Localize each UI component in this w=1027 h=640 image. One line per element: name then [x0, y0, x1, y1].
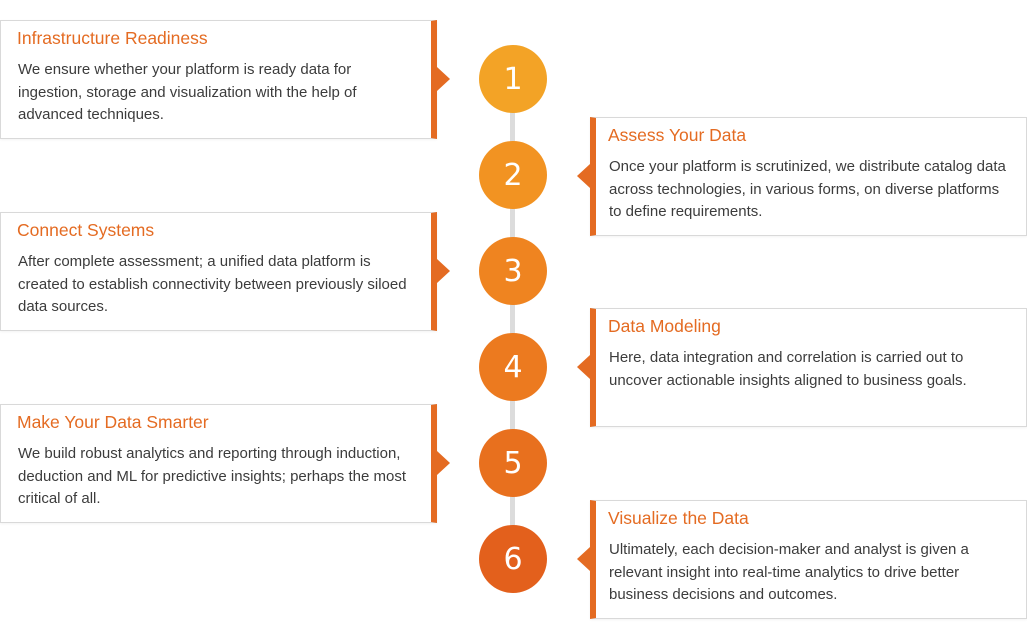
step-pointer-4	[577, 355, 590, 379]
step-number-3: 3	[479, 237, 547, 305]
step-number-1: 1	[479, 45, 547, 113]
step-description: Once your platform is scrutinized, we di…	[609, 158, 1006, 220]
step-pointer-2	[577, 164, 590, 188]
step-pointer-6	[577, 547, 590, 571]
step-title: Visualize the Data	[608, 508, 749, 528]
step-pointer-5	[437, 451, 450, 475]
step-description: Here, data integration and correlation i…	[609, 349, 967, 389]
step-description: We ensure whether your platform is ready…	[18, 61, 357, 123]
step-card-5: Make Your Data Smarter We build robust a…	[0, 404, 437, 523]
step-card-6: Visualize the Data Ultimately, each deci…	[590, 500, 1027, 619]
step-description: We build robust analytics and reporting …	[18, 445, 406, 507]
step-title: Connect Systems	[17, 220, 155, 240]
step-description: After complete assessment; a unified dat…	[18, 253, 407, 315]
step-title: Data Modeling	[608, 316, 721, 336]
step-title: Infrastructure Readiness	[17, 28, 208, 48]
step-pointer-3	[437, 259, 450, 283]
step-title: Make Your Data Smarter	[17, 412, 209, 432]
step-card-2: Assess Your Data Once your platform is s…	[590, 117, 1027, 236]
step-description: Ultimately, each decision-maker and anal…	[609, 541, 969, 603]
step-card-1: Infrastructure Readiness We ensure wheth…	[0, 20, 437, 139]
step-pointer-1	[437, 67, 450, 91]
step-number-5: 5	[479, 429, 547, 497]
step-number-6: 6	[479, 525, 547, 593]
step-card-4: Data Modeling Here, data integration and…	[590, 308, 1027, 427]
step-number-2: 2	[479, 141, 547, 209]
step-title: Assess Your Data	[608, 125, 747, 145]
step-number-4: 4	[479, 333, 547, 401]
timeline-line	[510, 80, 515, 560]
step-card-3: Connect Systems After complete assessmen…	[0, 212, 437, 331]
